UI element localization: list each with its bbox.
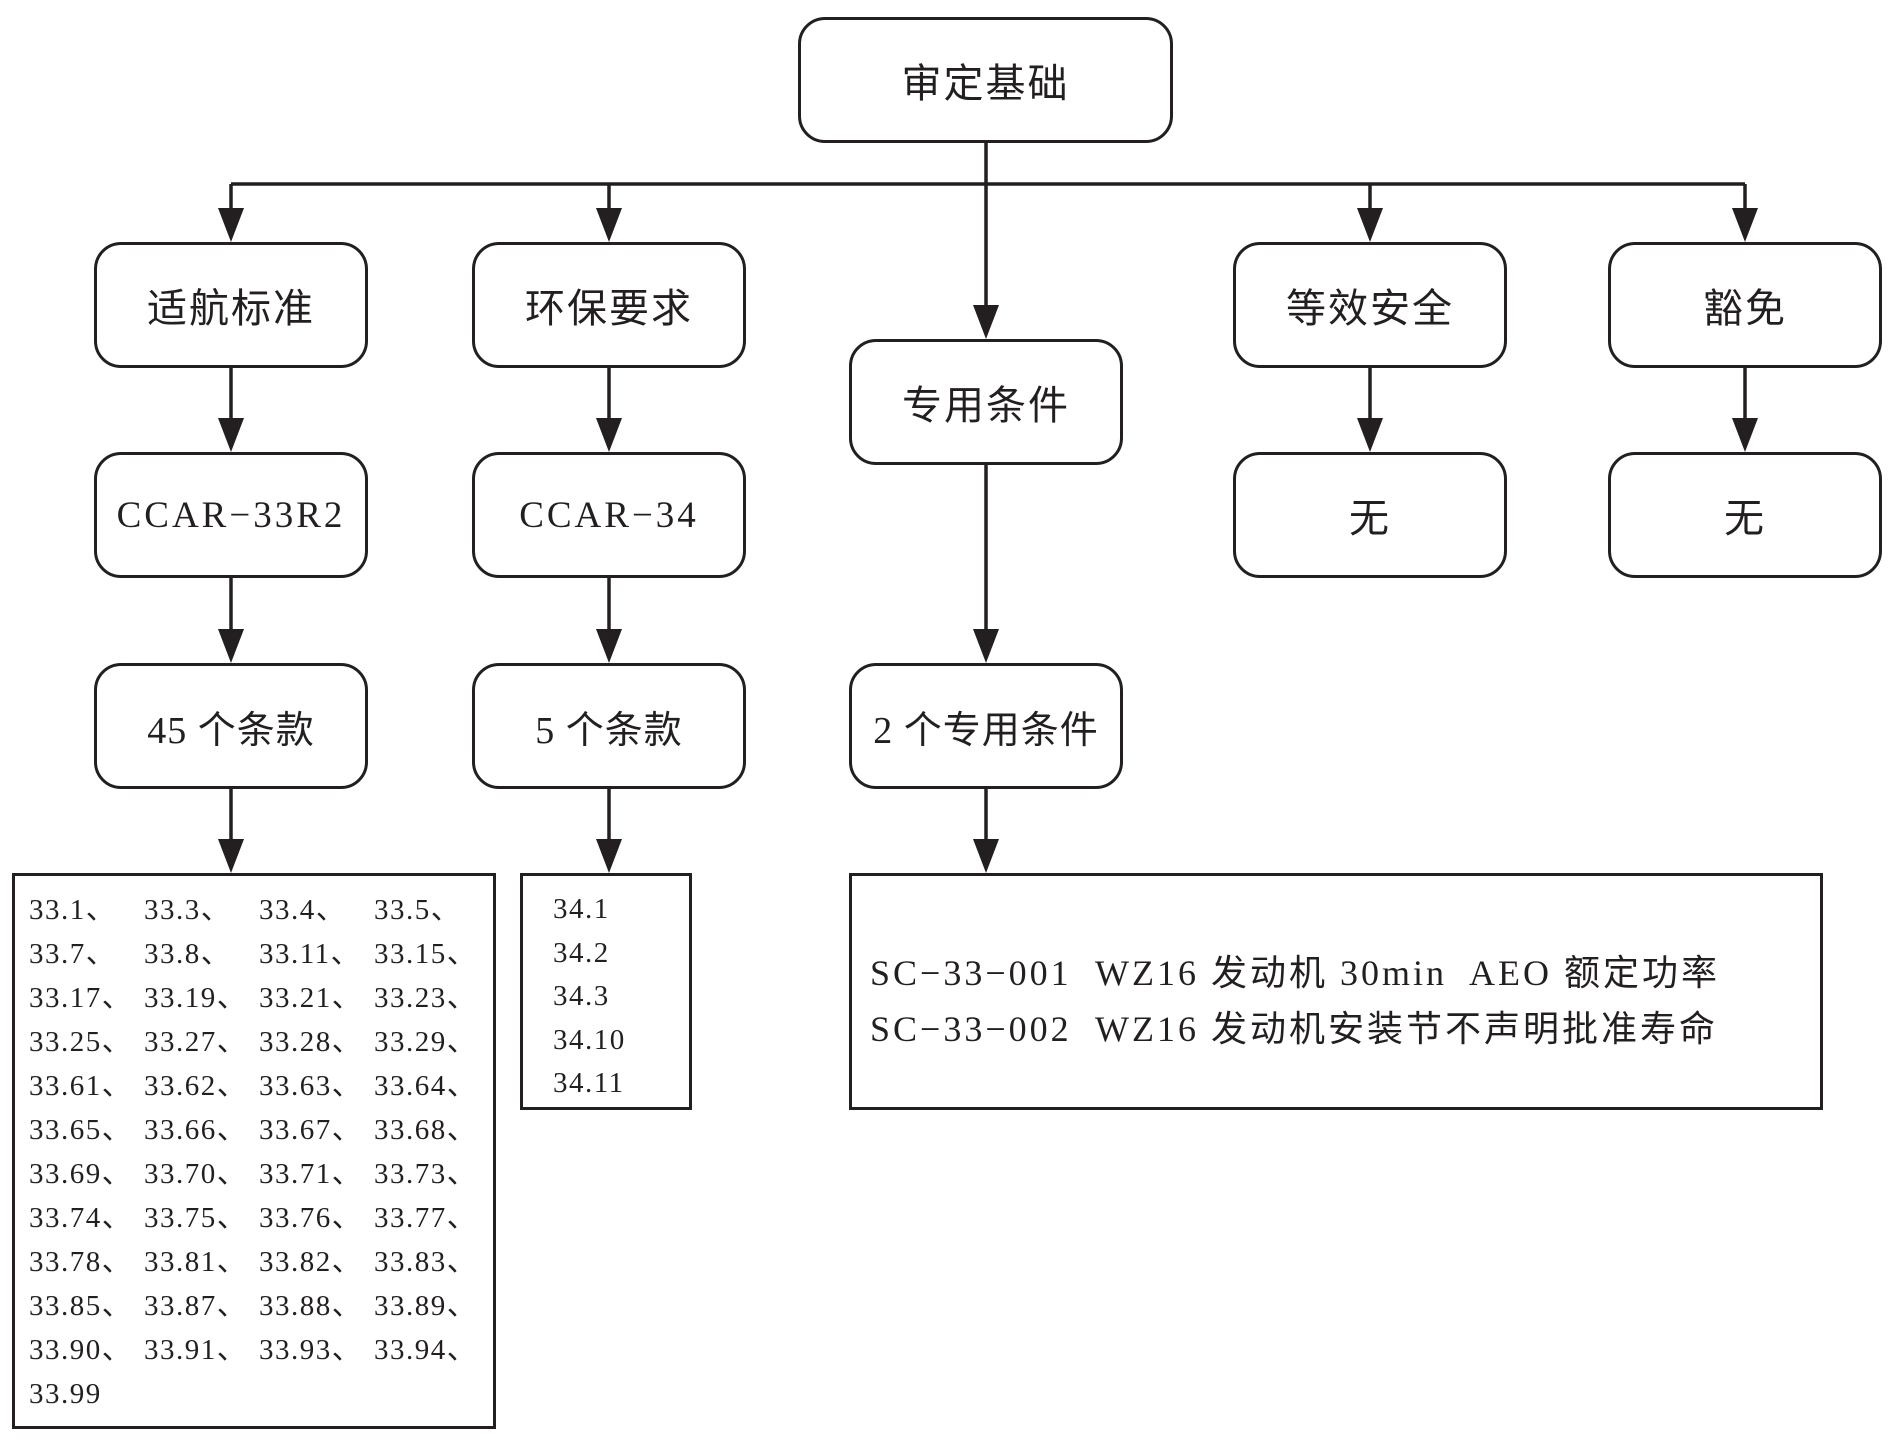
- node-label: 无: [1349, 496, 1391, 541]
- clause-item: 33.88、: [259, 1290, 363, 1322]
- clause-item: 33.64、: [374, 1070, 478, 1102]
- airworthiness-standard-node: 适航标准: [94, 242, 368, 368]
- clause-item: 33.77、: [374, 1202, 478, 1234]
- arrowhead: [596, 418, 622, 452]
- clause-item: 33.94、: [374, 1334, 478, 1366]
- clause-item: 33.67、: [259, 1114, 363, 1146]
- node-label: 审定基础: [901, 61, 1070, 106]
- equivalent-safety-result-node: 无: [1233, 452, 1507, 578]
- node-label: CCAR−34: [519, 494, 699, 536]
- special-condition-node: 专用条件: [849, 339, 1123, 465]
- environmental-clause-list: 34.1 34.2 34.3 34.10 34.11: [520, 873, 692, 1110]
- arrowhead: [218, 208, 244, 242]
- clause-item: 33.75、: [144, 1202, 248, 1234]
- clause-item: 33.91、: [144, 1334, 248, 1366]
- clause-item: 33.1、: [29, 894, 117, 926]
- ccar-34-node: CCAR−34: [472, 452, 746, 578]
- node-label: 45 个条款: [147, 709, 315, 752]
- clause-item: 33.8、: [144, 938, 232, 970]
- clause-item: 33.81、: [144, 1246, 248, 1278]
- clause-item: 33.85、: [29, 1290, 133, 1322]
- clause-item: 33.25、: [29, 1026, 133, 1058]
- clause-item: 33.15、: [374, 938, 478, 970]
- clause-item: 33.99: [29, 1378, 102, 1410]
- clause-item: 33.78、: [29, 1246, 133, 1278]
- clause-item: 33.29、: [374, 1026, 478, 1058]
- clause-item: 33.68、: [374, 1114, 478, 1146]
- clause-item: 33.65、: [29, 1114, 133, 1146]
- node-label: 专用条件: [902, 383, 1070, 428]
- node-label: 适航标准: [147, 286, 315, 331]
- ccar-33r2-node: CCAR−33R2: [94, 452, 368, 578]
- arrowhead: [1732, 208, 1758, 242]
- clause-item: 33.66、: [144, 1114, 248, 1146]
- special-condition-item: SC−33−001 WZ16 发动机 30min AEO 额定功率: [870, 953, 1720, 993]
- node-label: 5 个条款: [535, 709, 683, 752]
- arrowhead: [218, 839, 244, 873]
- clause-item: 33.69、: [29, 1158, 133, 1190]
- environmental-clause-count-node: 5 个条款: [472, 663, 746, 789]
- clause-item: 33.17、: [29, 982, 133, 1014]
- clause-item: 33.7、: [29, 938, 117, 970]
- exemption-result-node: 无: [1608, 452, 1882, 578]
- arrowhead: [973, 305, 999, 339]
- clause-item: 33.27、: [144, 1026, 248, 1058]
- clause-item: 33.70、: [144, 1158, 248, 1190]
- arrowhead: [973, 629, 999, 663]
- clause-item: 33.62、: [144, 1070, 248, 1102]
- clause-item: 33.90、: [29, 1334, 133, 1366]
- arrowhead: [596, 629, 622, 663]
- environmental-requirement-node: 环保要求: [472, 242, 746, 368]
- exemption-node: 豁免: [1608, 242, 1882, 368]
- clause-item: 33.19、: [144, 982, 248, 1014]
- clause-item: 33.89、: [374, 1290, 478, 1322]
- clause-item: 34.3: [553, 980, 610, 1012]
- node-label: CCAR−33R2: [116, 494, 346, 536]
- special-condition-item: SC−33−002 WZ16 发动机安装节不声明批准寿命: [870, 1009, 1718, 1049]
- clause-item: 34.10: [553, 1023, 626, 1056]
- equivalent-safety-node: 等效安全: [1233, 242, 1507, 368]
- special-condition-list: SC−33−001 WZ16 发动机 30min AEO 额定功率 SC−33−0…: [849, 873, 1823, 1110]
- node-label: 无: [1724, 496, 1766, 541]
- clause-item: 33.4、: [259, 894, 347, 926]
- special-condition-count-node: 2 个专用条件: [849, 663, 1123, 789]
- clause-item: 33.28、: [259, 1026, 363, 1058]
- clause-item: 33.73、: [374, 1158, 478, 1190]
- clause-item: 33.63、: [259, 1070, 363, 1102]
- node-label: 等效安全: [1286, 286, 1454, 331]
- clause-item: 34.1: [553, 893, 610, 925]
- arrowhead: [1732, 418, 1758, 452]
- arrowhead: [1357, 418, 1383, 452]
- clause-item: 33.82、: [259, 1246, 363, 1278]
- clause-item: 33.11、: [259, 938, 362, 970]
- node-label: 2 个专用条件: [873, 709, 1099, 752]
- clause-item: 33.87、: [144, 1290, 248, 1322]
- clause-item: 33.71、: [259, 1158, 363, 1190]
- clause-item: 33.83、: [374, 1246, 478, 1278]
- clause-item: 33.23、: [374, 982, 478, 1014]
- clause-item: 33.5、: [374, 894, 462, 926]
- certification-basis-node: 审定基础: [798, 17, 1173, 143]
- node-label: 豁免: [1703, 286, 1787, 331]
- clause-item: 33.93、: [259, 1334, 363, 1366]
- arrowhead: [973, 839, 999, 873]
- clause-item: 33.3、: [144, 894, 232, 926]
- clause-item: 33.21、: [259, 982, 363, 1014]
- arrowhead: [596, 208, 622, 242]
- arrowhead: [218, 418, 244, 452]
- arrowhead: [1357, 208, 1383, 242]
- clause-item: 33.74、: [29, 1202, 133, 1234]
- clause-item: 33.76、: [259, 1202, 363, 1234]
- node-label: 环保要求: [525, 286, 693, 331]
- clause-item: 34.2: [553, 936, 610, 969]
- clause-item: 34.11: [553, 1067, 625, 1099]
- airworthiness-clause-list: 33.1、 33.3、 33.4、 33.5、 33.7、 33.8、 33.11、 33.1…: [12, 873, 496, 1429]
- clause-item: 33.61、: [29, 1070, 133, 1102]
- arrowhead: [218, 629, 244, 663]
- airworthiness-clause-count-node: 45 个条款: [94, 663, 368, 789]
- arrowhead: [596, 839, 622, 873]
